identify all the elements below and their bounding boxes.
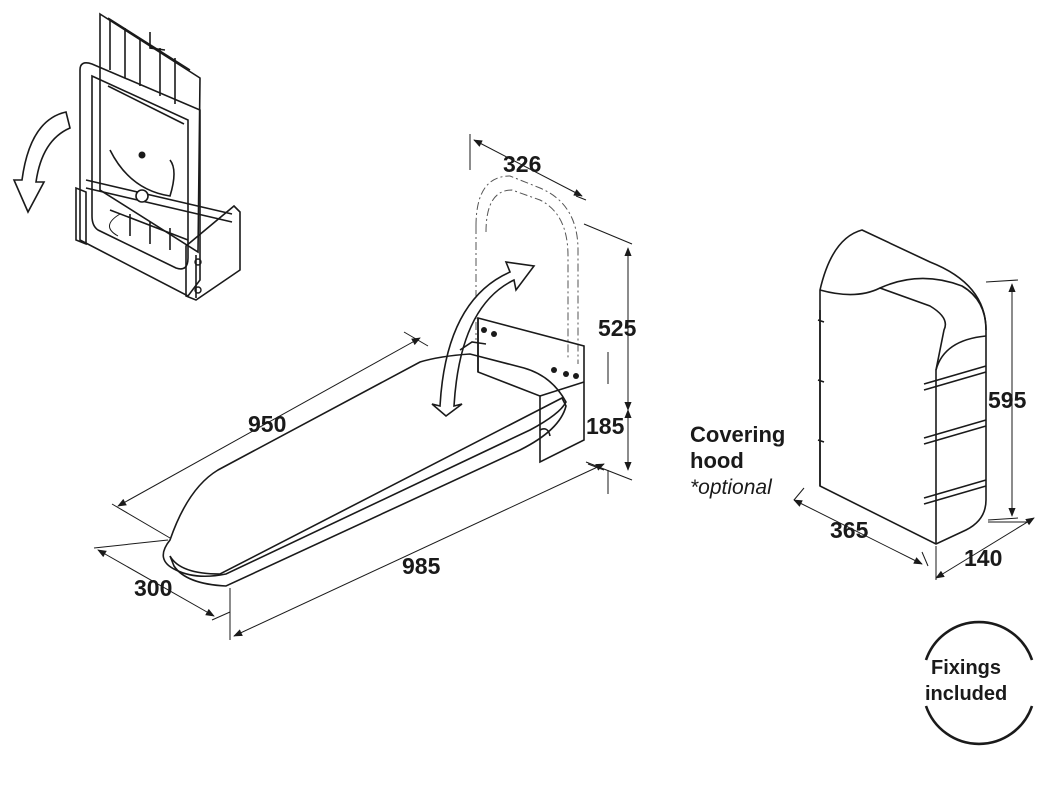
dimension-326: 326 — [469, 134, 587, 201]
fold-direction-arrow-icon — [12, 111, 71, 214]
fixings-included-badge: Fixings included — [924, 620, 1034, 746]
dimension-595: 595 — [985, 279, 1027, 521]
dimension-185: 185 — [585, 409, 633, 494]
ironing-board-surface — [162, 353, 567, 578]
hood-label-line1: Covering — [690, 422, 785, 447]
dimension-300: 300 — [93, 539, 231, 621]
hood-label-line2: hood — [690, 448, 744, 473]
dimension-185-label: 185 — [586, 413, 625, 439]
covering-hood-illustration — [817, 229, 987, 545]
dimension-326-label: 326 — [503, 151, 541, 177]
dimension-525-label: 525 — [598, 315, 637, 341]
badge-line2: included — [925, 683, 1007, 705]
hood-optional-note: *optional — [690, 476, 773, 499]
flip-up-arrow-icon — [431, 261, 536, 418]
folded-board-illustration — [75, 12, 241, 301]
dimension-525: 525 — [583, 223, 637, 411]
badge-line1: Fixings — [931, 657, 1001, 679]
dimension-595-label: 595 — [988, 387, 1027, 413]
dimension-140: 140 — [935, 517, 1035, 580]
dimension-365-label: 365 — [830, 517, 869, 543]
dimension-140-label: 140 — [964, 545, 1002, 571]
dimension-950: 950 — [111, 331, 429, 539]
dimension-300-label: 300 — [134, 575, 172, 601]
ironing-board-illustration — [162, 316, 585, 587]
dimension-985: 985 — [229, 463, 605, 640]
dimension-950-label: 950 — [248, 411, 286, 437]
dimension-985-label: 985 — [402, 553, 441, 579]
dimension-365: 365 — [793, 487, 929, 567]
